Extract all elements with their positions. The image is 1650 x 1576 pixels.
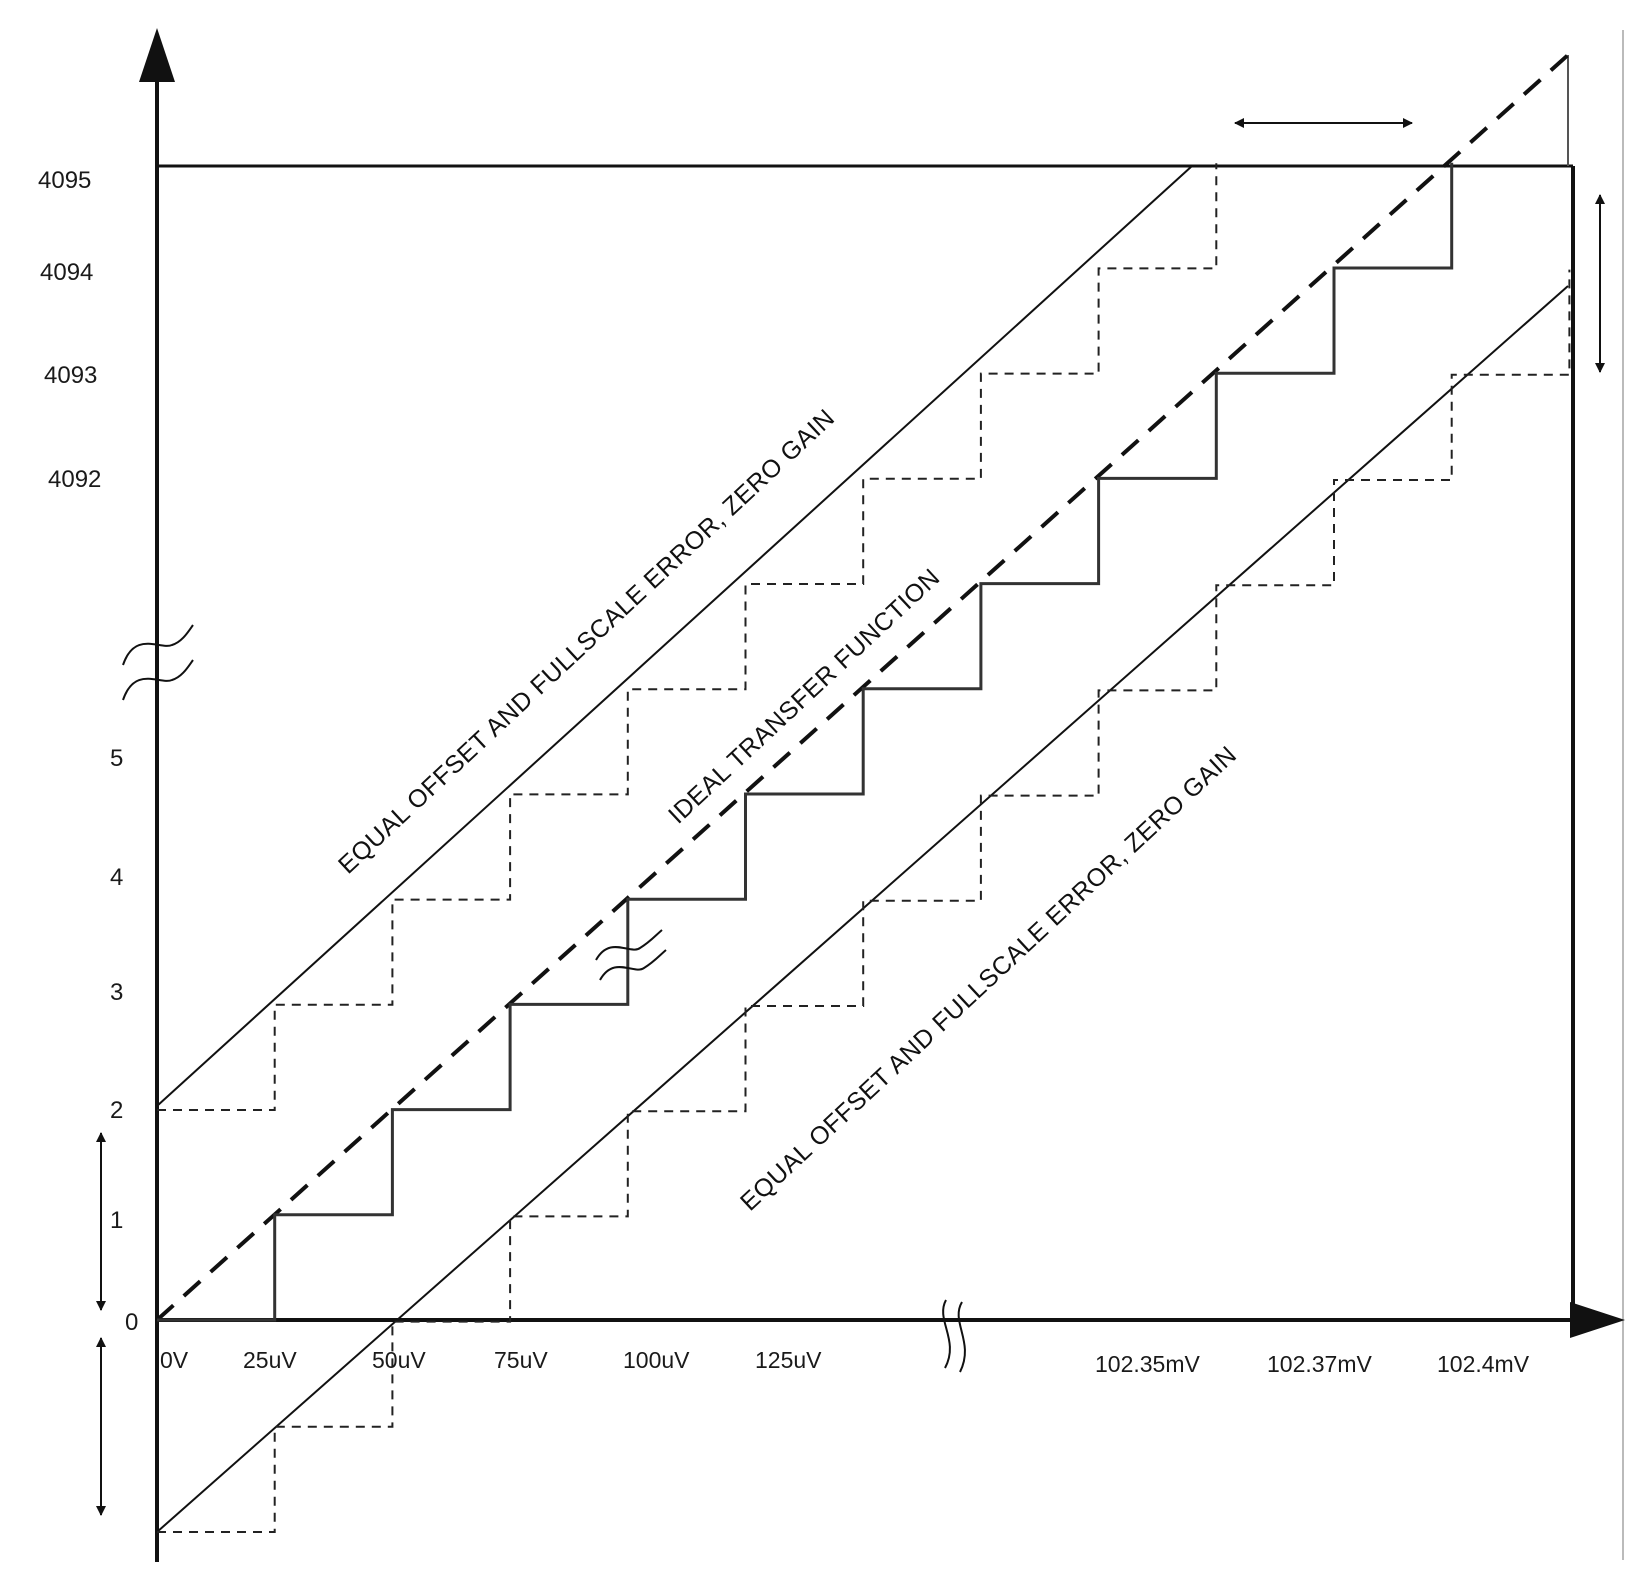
x-label-100uv: 100uV [623,1347,690,1373]
x-label-0v: 0V [160,1347,189,1373]
x-label-75uv: 75uV [494,1347,548,1373]
y-label-4094: 4094 [40,259,93,286]
ideal-steps [157,162,1454,1322]
y-label-4095: 4095 [38,167,91,194]
upper-error-annotation: EQUAL OFFSET AND FULLSCALE ERROR, ZERO G… [333,404,840,880]
y-axis-break-symbol [122,624,194,701]
upper-error-line [156,165,1193,1107]
x-label-102-4mv: 102.4mV [1437,1351,1530,1377]
x-label-102-35mv: 102.35mV [1095,1351,1201,1377]
y-label-5: 5 [110,745,123,772]
ideal-transfer-annotation: IDEAL TRANSFER FUNCTION [663,563,945,829]
x-label-50uv: 50uV [372,1347,426,1373]
y-label-4: 4 [110,864,123,891]
stair-break-symbol [595,929,667,981]
x-axis-arrowhead [1570,1302,1625,1338]
lower-error-steps [157,269,1571,1533]
x-axis-break-symbol [942,1299,966,1373]
ideal-staircase [157,162,1454,1322]
upper-error-staircase [157,163,1218,1111]
y-label-1: 1 [110,1207,123,1234]
x-label-25uv: 25uV [243,1347,297,1373]
y-label-2: 2 [110,1097,123,1124]
y-label-0: 0 [125,1309,138,1336]
x-label-125uv: 125uV [755,1347,822,1373]
upper-error-steps [157,163,1218,1111]
lower-error-staircase [157,269,1571,1533]
y-axis-arrowhead [139,28,175,82]
y-label-3: 3 [110,979,123,1006]
lower-error-annotation: EQUAL OFFSET AND FULLSCALE ERROR, ZERO G… [735,741,1242,1217]
y-label-4093: 4093 [44,362,97,389]
y-label-4092: 4092 [48,466,101,493]
x-label-102-37mv: 102.37mV [1267,1351,1373,1377]
